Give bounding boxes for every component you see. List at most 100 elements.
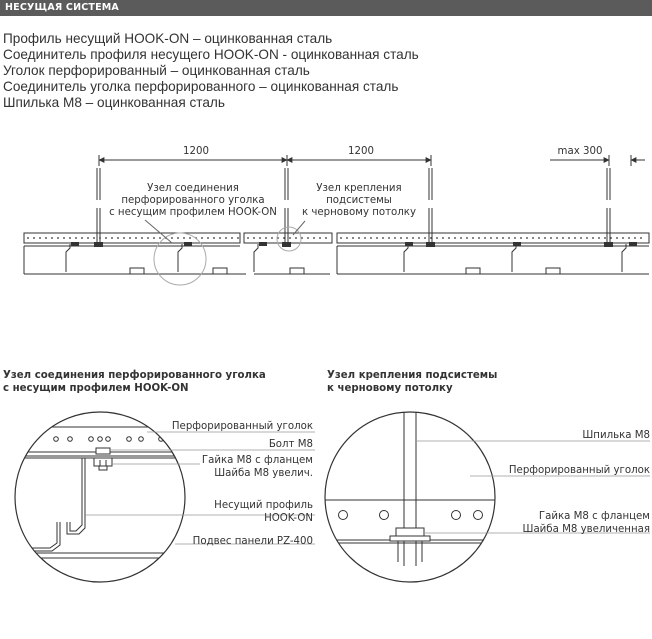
perforation-hole bbox=[87, 237, 89, 239]
perforation-hole bbox=[346, 237, 348, 239]
perforation-hole bbox=[213, 237, 215, 239]
perforation-hole bbox=[117, 237, 119, 239]
perforation-hole bbox=[460, 237, 462, 239]
perforation-hole bbox=[177, 237, 179, 239]
perforation-hole bbox=[271, 237, 273, 239]
perforation-hole bbox=[33, 237, 35, 239]
perforation-hole bbox=[442, 237, 444, 239]
perforation-hole bbox=[319, 237, 321, 239]
dimension-label: 1200 bbox=[348, 146, 374, 157]
detail-a-label: HOOK-ON bbox=[264, 513, 313, 524]
perforation-hole bbox=[406, 237, 408, 239]
perforation-hole bbox=[568, 237, 570, 239]
perforation-hole bbox=[111, 237, 113, 239]
detail-a-label: Гайка М8 с фланцем bbox=[202, 455, 313, 466]
detail-a-drawing bbox=[14, 411, 315, 583]
component-item: Соединитель профиля несущего HOOK-ON - о… bbox=[3, 47, 419, 62]
callout-label: подсистемы bbox=[326, 195, 392, 206]
detail-b-label: Гайка М8 с фланцем bbox=[539, 511, 650, 522]
perforation-hole bbox=[340, 237, 342, 239]
perforation-hole bbox=[526, 237, 528, 239]
perforation-hole bbox=[502, 237, 504, 239]
perforation-hole bbox=[412, 237, 414, 239]
perforation-hole bbox=[207, 237, 209, 239]
perforation-hole bbox=[640, 237, 642, 239]
perforation-hole bbox=[472, 237, 474, 239]
component-item: Шпилька М8 – оцинкованная сталь bbox=[3, 95, 225, 110]
perforation-hole bbox=[454, 237, 456, 239]
perforation-hole bbox=[352, 237, 354, 239]
perforation-hole bbox=[99, 237, 101, 239]
perforation-hole bbox=[430, 237, 432, 239]
detail-b-label: Перфорированный уголок bbox=[509, 465, 650, 476]
perforation-hole bbox=[580, 237, 582, 239]
perforation-hole bbox=[616, 237, 618, 239]
callout-label: с несущим профилем HOOK-ON bbox=[109, 207, 277, 218]
detail-b-title: Узел крепления подсистемы bbox=[327, 370, 497, 381]
perforation-hole bbox=[622, 237, 624, 239]
perforation-hole bbox=[135, 237, 137, 239]
perforation-hole bbox=[598, 237, 600, 239]
perforation-hole bbox=[27, 237, 29, 239]
perforation-hole bbox=[364, 237, 366, 239]
callout-label: Узел крепления bbox=[316, 183, 401, 194]
components-list: Профиль несущий HOOK-ON – оцинкованная с… bbox=[3, 31, 419, 111]
perforation-hole bbox=[313, 237, 315, 239]
perforation-hole bbox=[466, 237, 468, 239]
perforation-hole bbox=[490, 237, 492, 239]
perforation-hole bbox=[508, 237, 510, 239]
component-item: Профиль несущий HOOK-ON – оцинкованная с… bbox=[3, 31, 333, 46]
perforation-hole bbox=[171, 237, 173, 239]
perforation-hole bbox=[201, 237, 203, 239]
dimension-label: 1200 bbox=[183, 146, 209, 157]
perforation-hole bbox=[484, 237, 486, 239]
component-item: Уголок перфорированный – оцинкованная ст… bbox=[3, 63, 310, 78]
perforation-hole bbox=[388, 237, 390, 239]
perforation-hole bbox=[538, 237, 540, 239]
detail-b-drawing bbox=[324, 411, 650, 583]
component-item: Соединитель уголка перфорированного – оц… bbox=[3, 79, 399, 94]
perforation-hole bbox=[358, 237, 360, 239]
perforation-hole bbox=[39, 237, 41, 239]
perforation-hole bbox=[382, 237, 384, 239]
perforation-hole bbox=[105, 237, 107, 239]
dimension-label: max 300 bbox=[558, 146, 603, 157]
perforation-hole bbox=[253, 237, 255, 239]
perforation-hole bbox=[520, 237, 522, 239]
perforation-hole bbox=[532, 237, 534, 239]
detail-a-label: Болт М8 bbox=[269, 439, 313, 450]
perforation-hole bbox=[448, 237, 450, 239]
perforation-hole bbox=[562, 237, 564, 239]
perforation-hole bbox=[592, 237, 594, 239]
perforation-hole bbox=[129, 237, 131, 239]
detail-a-label: Подвес панели PZ-400 bbox=[193, 536, 313, 547]
perforation-hole bbox=[556, 237, 558, 239]
callout-label: перфорированного уголка bbox=[121, 195, 264, 206]
perforation-hole bbox=[231, 237, 233, 239]
perforation-hole bbox=[550, 237, 552, 239]
perforation-hole bbox=[325, 237, 327, 239]
detail-b-label: Шпилька М8 bbox=[582, 430, 650, 441]
perforation-hole bbox=[514, 237, 516, 239]
perforation-hole bbox=[478, 237, 480, 239]
section-header: НЕСУЩАЯ СИСТЕМА bbox=[0, 0, 652, 16]
perforation-hole bbox=[75, 237, 77, 239]
perforation-hole bbox=[123, 237, 125, 239]
perforation-hole bbox=[628, 237, 630, 239]
perforation-hole bbox=[496, 237, 498, 239]
perforation-hole bbox=[63, 237, 65, 239]
perforation-hole bbox=[307, 237, 309, 239]
perforation-hole bbox=[81, 237, 83, 239]
perforation-hole bbox=[247, 237, 249, 239]
detail-a-label: Шайба М8 увелич. bbox=[214, 468, 313, 479]
perforation-hole bbox=[69, 237, 71, 239]
perforation-hole bbox=[394, 237, 396, 239]
perforation-hole bbox=[225, 237, 227, 239]
detail-a-label: Несущий профиль bbox=[214, 500, 313, 511]
perforation-hole bbox=[586, 237, 588, 239]
detail-b-label: Шайба М8 увеличенная bbox=[523, 524, 650, 535]
perforation-hole bbox=[265, 237, 267, 239]
perforation-hole bbox=[93, 237, 95, 239]
perforation-hole bbox=[283, 237, 285, 239]
perforation-hole bbox=[634, 237, 636, 239]
